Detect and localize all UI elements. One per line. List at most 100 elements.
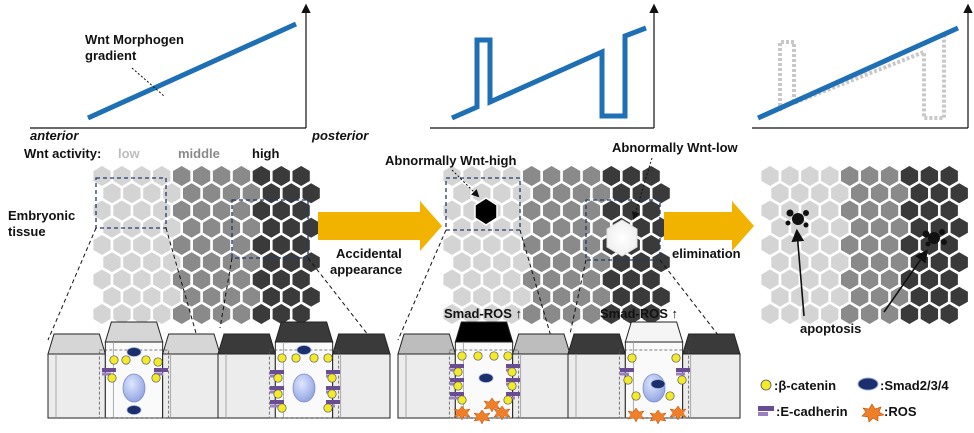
axis-label-anterior: anterior <box>30 128 79 143</box>
tissue-cell <box>181 181 202 206</box>
abnormal-gradient-line <box>450 25 647 121</box>
tissue-cell <box>889 284 910 309</box>
ros-marker <box>483 397 501 413</box>
tissue-cell <box>151 233 172 257</box>
tissue-cell <box>161 250 182 275</box>
beta-catenin-marker <box>473 351 483 361</box>
tissue-cell <box>779 164 801 188</box>
beta-catenin-marker <box>503 395 513 405</box>
beta-catenin-marker <box>323 403 333 413</box>
tissue-cell <box>859 302 880 326</box>
legend-beta-catenin: :β-catenin <box>774 378 836 393</box>
abnormal-wnt-high-cell <box>474 197 498 226</box>
tissue-cell <box>111 164 133 188</box>
tissue-cell <box>541 302 562 326</box>
tissue-cell <box>809 250 831 275</box>
tissue-cell <box>161 215 182 240</box>
tissue-cell <box>899 164 920 188</box>
ecadherin-marker <box>506 378 520 382</box>
tissue-cell <box>819 302 841 326</box>
tissue-cell <box>839 267 860 292</box>
tissue-cell <box>779 302 801 326</box>
tissue-cell <box>799 302 821 326</box>
tissue-cell <box>581 198 602 223</box>
tissue-cell <box>191 198 212 223</box>
tissue-cell <box>221 284 242 309</box>
tissue-cell <box>531 181 552 206</box>
tissue-label-2: tissue <box>8 224 46 239</box>
tissue-cell <box>601 267 622 292</box>
gradient-label-1: Wnt Morphogen <box>85 32 184 47</box>
tissue-cell <box>481 164 503 188</box>
tissue-cell <box>769 284 791 309</box>
tissue-cell <box>889 181 910 206</box>
tissue-cell <box>829 181 851 206</box>
tissue-cell <box>839 302 860 326</box>
tissue-cell <box>481 233 503 257</box>
smad-marker <box>478 373 494 383</box>
tissue-cell <box>211 267 232 292</box>
nucleus <box>292 373 316 403</box>
tissue-cell <box>251 233 272 257</box>
tissue-cell <box>769 250 791 275</box>
tissue-cell <box>759 164 781 188</box>
tissue-cell <box>640 164 662 188</box>
tissue-cell <box>879 164 900 188</box>
tissue-cell <box>101 215 123 240</box>
tissue-cell <box>650 181 672 206</box>
tissue-cell <box>261 215 282 240</box>
tissue-cell <box>280 250 302 275</box>
tissue-cell <box>501 164 523 188</box>
tissue-cell <box>270 164 292 188</box>
tissue-cell <box>551 215 572 240</box>
tissue-cell <box>769 181 791 206</box>
smad-ros-label-2: Smad-ROS ↑ <box>600 306 678 321</box>
tissue-cell <box>531 284 552 309</box>
ecadherin-marker <box>270 400 284 404</box>
tissue-cell <box>561 302 582 326</box>
tissue-cell <box>809 181 831 206</box>
tissue-cell <box>441 302 463 326</box>
tissue-cell <box>938 198 960 223</box>
tissue-cell <box>561 233 582 257</box>
tissue-cell <box>171 164 192 188</box>
tissue-cell <box>241 181 262 206</box>
tissue-cell <box>919 164 940 188</box>
smad-marker <box>296 345 312 355</box>
tissue-cell <box>241 215 262 240</box>
tissue-cell <box>251 267 272 292</box>
tissue-cell <box>809 284 831 309</box>
tissue-cell <box>819 198 841 223</box>
tissue-cell <box>290 267 312 292</box>
gradient-graph-1: Wnt Morphogen gradient anterior posterio… <box>30 3 369 143</box>
ecadherin-marker <box>326 370 340 374</box>
tissue-cell <box>839 164 860 188</box>
tissue-cell <box>251 198 272 223</box>
tissue-cell <box>581 302 602 326</box>
tissue-cell <box>799 164 821 188</box>
ecadherin-marker <box>506 364 520 368</box>
tissue-cell <box>451 181 473 206</box>
tissue-cell <box>541 233 562 257</box>
ecadherin-marker <box>676 368 690 372</box>
tissue-cell <box>441 164 463 188</box>
arrow-accidental-appearance <box>318 201 442 251</box>
tissue-cell <box>91 302 113 326</box>
tissue-cell <box>759 233 781 257</box>
tissue-cell <box>849 181 870 206</box>
tissue-cell <box>91 164 113 188</box>
beta-catenin-marker <box>291 353 301 363</box>
tissue-cell <box>591 181 612 206</box>
beta-catenin-marker <box>277 353 287 363</box>
tissue-cell <box>869 181 890 206</box>
tissue-cell <box>869 284 890 309</box>
ros-marker <box>627 407 645 423</box>
tissue-cell <box>789 181 811 206</box>
tissue-cell <box>461 164 483 188</box>
tissue-cell <box>111 233 133 257</box>
beta-catenin-marker <box>277 403 287 413</box>
tissue-cell <box>511 250 533 275</box>
beta-catenin-marker <box>323 353 333 363</box>
tissue-cell <box>270 198 292 223</box>
tissue-cell <box>938 164 960 188</box>
